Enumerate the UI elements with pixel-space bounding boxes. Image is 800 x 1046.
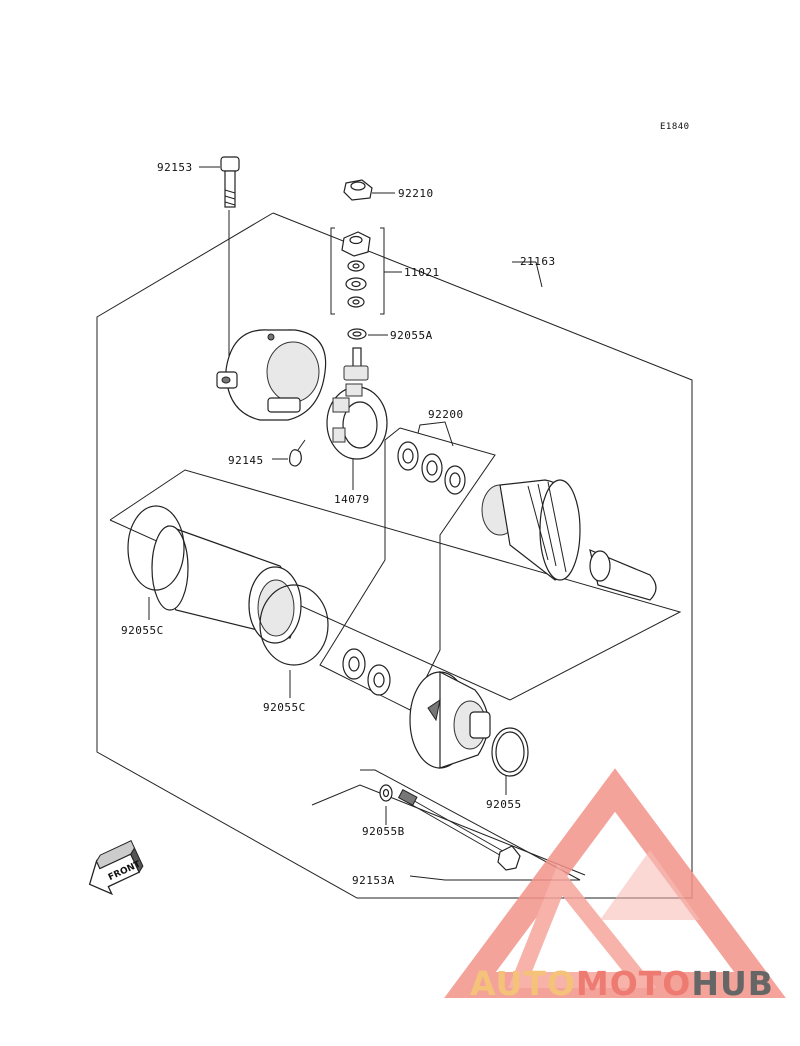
leader-lines xyxy=(109,166,682,881)
label-92055A: 92055A xyxy=(390,329,433,342)
terminal-kit-11021 xyxy=(341,231,371,308)
part-labels: 92153 92210 11021 21163 92055A 92200 921… xyxy=(121,161,556,887)
brush-holder-14079 xyxy=(326,383,388,460)
watermark-text: AUTOMOTOHUB xyxy=(470,964,774,1003)
label-92210: 92210 xyxy=(398,187,434,200)
assembly-outline xyxy=(96,212,693,899)
label-92200: 92200 xyxy=(428,408,464,421)
watermark-logo-icon xyxy=(444,768,786,998)
terminal-bolt xyxy=(343,347,369,381)
label-92153A: 92153A xyxy=(352,874,395,887)
bolt-92153A xyxy=(397,789,521,871)
nut-92210 xyxy=(343,179,373,201)
watermark-word-moto: MOTO xyxy=(576,964,691,1003)
label-14079: 14079 xyxy=(334,493,370,506)
label-92055C-bottom: 92055C xyxy=(263,701,306,714)
yoke-housing xyxy=(151,525,302,644)
bolt-92153 xyxy=(220,156,240,208)
label-11021: 11021 xyxy=(404,266,440,279)
armature xyxy=(481,479,657,601)
spring-92145 xyxy=(289,439,306,467)
orings-92055C xyxy=(127,505,329,666)
washers-92200-upper xyxy=(397,441,466,495)
diagram-ref-code: E1840 xyxy=(660,122,690,132)
rear-cover xyxy=(216,329,327,421)
label-92145: 92145 xyxy=(228,454,264,467)
label-92055: 92055 xyxy=(486,798,522,811)
label-21163: 21163 xyxy=(520,255,556,268)
front-arrow-icon: FRONT xyxy=(88,840,144,896)
label-92055C-left: 92055C xyxy=(121,624,164,637)
label-92153: 92153 xyxy=(157,161,193,174)
label-92055B: 92055B xyxy=(362,825,405,838)
washers-92200-lower xyxy=(342,648,391,696)
watermark-word-auto: AUTO xyxy=(470,964,576,1003)
watermark-word-hub: HUB xyxy=(691,964,774,1003)
oring-92055B xyxy=(379,784,393,802)
oring-92055A xyxy=(347,328,367,340)
oring-92055 xyxy=(491,727,529,777)
front-cover xyxy=(409,671,491,769)
